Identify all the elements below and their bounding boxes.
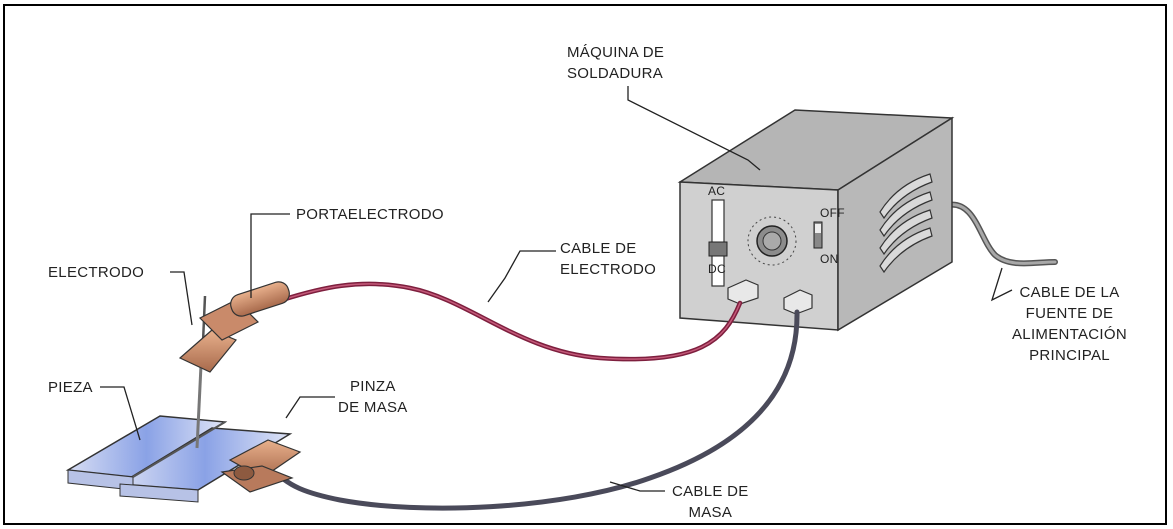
label-cable-fuente: CABLE DE LA FUENTE DE ALIMENTACIÓN PRINC…	[1012, 284, 1128, 364]
power-supply-cable	[945, 201, 1058, 267]
label-pinza: PINZA DE MASA	[338, 378, 408, 416]
label-cable-masa: CABLE DE MASA	[672, 483, 749, 521]
electrode-holder	[178, 281, 290, 373]
electrode-cable	[279, 281, 743, 362]
ac-label: AC	[708, 184, 726, 198]
label-pieza: PIEZA	[48, 379, 93, 396]
ground-cable	[279, 309, 800, 511]
on-label: ON	[820, 252, 839, 266]
label-cable-electrodo: CABLE DE ELECTRODO	[560, 240, 657, 278]
leader-lines	[100, 86, 1013, 492]
label-electrodo: ELECTRODO	[48, 264, 145, 281]
label-portaelectrodo: PORTAELECTRODO	[296, 206, 444, 223]
welding-machine	[677, 109, 955, 332]
workpiece	[65, 415, 293, 503]
off-label: OFF	[820, 206, 845, 220]
ground-clamp	[220, 439, 302, 493]
dc-label: DC	[708, 262, 726, 276]
diagram-frame	[3, 4, 1167, 525]
label-maquina: MÁQUINA DE SOLDADURA	[567, 44, 665, 82]
